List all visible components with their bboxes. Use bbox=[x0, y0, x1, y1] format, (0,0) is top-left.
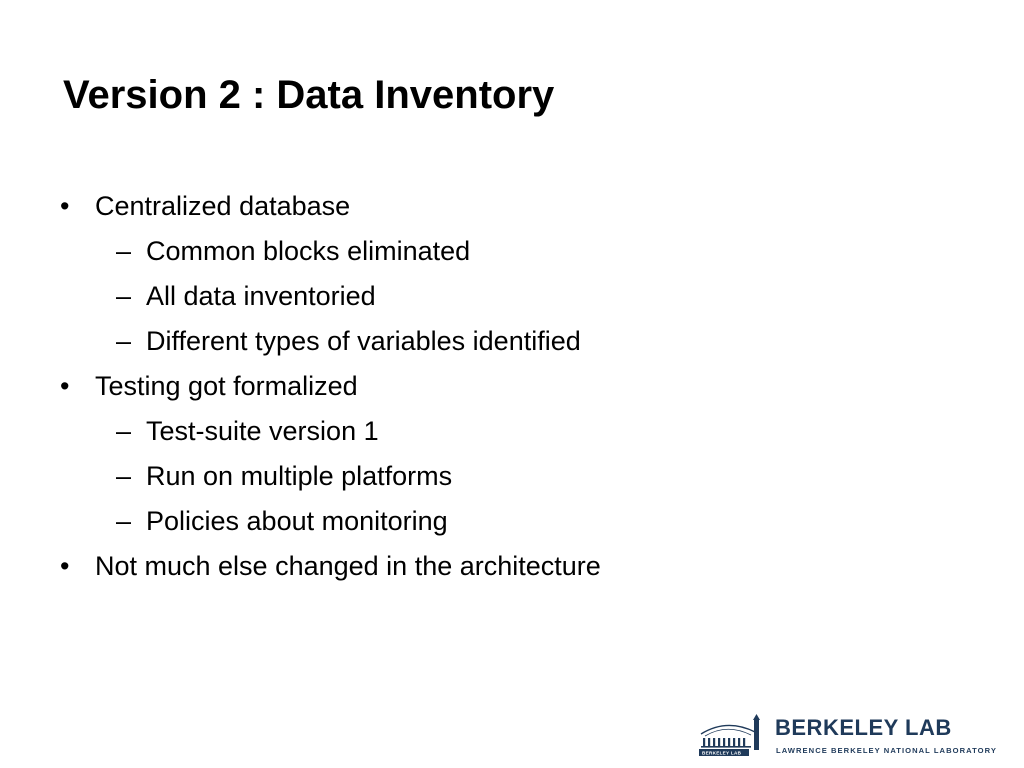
bullet-text: Policies about monitoring bbox=[146, 506, 448, 536]
bullet-text: All data inventoried bbox=[146, 281, 376, 311]
dash-marker: – bbox=[116, 326, 132, 356]
bullet-list: •Centralized database –Common blocks eli… bbox=[60, 184, 960, 589]
bullet-text: Different types of variables identified bbox=[146, 326, 581, 356]
logo-name: BERKELEY LAB bbox=[775, 715, 952, 740]
bullet-text: Not much else changed in the architectur… bbox=[95, 551, 601, 581]
bullet-marker: • bbox=[60, 551, 70, 581]
dash-marker: – bbox=[116, 506, 132, 536]
bullet-marker: • bbox=[60, 191, 70, 221]
dash-marker: – bbox=[116, 236, 132, 266]
list-item: –Different types of variables identified bbox=[60, 319, 960, 364]
bullet-text: Run on multiple platforms bbox=[146, 461, 453, 491]
berkeley-lab-mark-icon: BERKELEY LAB bbox=[699, 714, 760, 756]
list-item: –Test-suite version 1 bbox=[60, 409, 960, 454]
list-item: –Run on multiple platforms bbox=[60, 454, 960, 499]
dash-marker: – bbox=[116, 416, 132, 446]
list-item: • Centralized database bbox=[60, 184, 960, 229]
list-item: –Common blocks eliminated bbox=[60, 229, 960, 274]
mark-label: BERKELEY LAB bbox=[702, 751, 742, 756]
bullet-marker: • bbox=[60, 371, 70, 401]
bullet-text: Test-suite version 1 bbox=[146, 416, 379, 446]
bullet-text: Testing got formalized bbox=[95, 371, 358, 401]
bullet-text: Centralized database bbox=[95, 191, 351, 221]
list-item: • Not much else changed in the architectu… bbox=[60, 544, 960, 589]
logo-subtitle: LAWRENCE BERKELEY NATIONAL LABORATORY bbox=[776, 746, 997, 755]
bullet-text: Common blocks eliminated bbox=[146, 236, 471, 266]
dash-marker: – bbox=[116, 281, 132, 311]
berkeley-lab-logo: BERKELEY LAB BERKELEY LAB LAWRENCE BERKE… bbox=[697, 714, 997, 758]
list-item: • Testing got formalized bbox=[60, 364, 960, 409]
slide-title: Version 2 : Data Inventory bbox=[63, 73, 555, 117]
list-item: –Policies about monitoring bbox=[60, 499, 960, 544]
list-item: –All data inventoried bbox=[60, 274, 960, 319]
dash-marker: – bbox=[116, 461, 132, 491]
